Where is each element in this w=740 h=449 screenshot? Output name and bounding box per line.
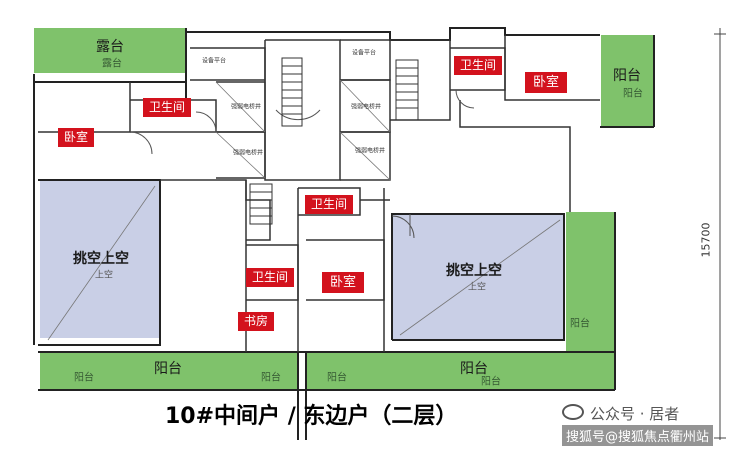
- bottom-balcony-right-label: 阳台: [460, 361, 488, 377]
- shaft-label-2: 强弱电桥井: [232, 149, 264, 157]
- top-terrace-label: 露台: [96, 39, 124, 55]
- right-balcony-small-label: 阳台: [623, 88, 643, 100]
- bottom-balcony-left-label: 阳台: [154, 361, 182, 377]
- bottom-balcony-left-area: [40, 352, 298, 390]
- left-bath-tag: 卫生间: [143, 98, 192, 117]
- right-bath-tag: 卫生间: [454, 56, 503, 75]
- plan-caption: 10#中间户 / 东边户（二层）: [165, 404, 458, 429]
- left-void-label: 挑空上空: [73, 251, 129, 267]
- shaft-label-4: 强弱电桥井: [354, 147, 386, 155]
- left-bedroom-tag: 卧室: [58, 128, 95, 147]
- right-balcony-area: [601, 35, 654, 127]
- balcony-small-label-2: 阳台: [261, 372, 281, 384]
- bottom-balcony-right-area: [306, 352, 615, 390]
- right-void-area: [392, 214, 564, 340]
- center-bath-lower-tag: 卫生间: [246, 268, 295, 287]
- right-void-label: 挑空上空: [446, 263, 502, 279]
- left-void-area: [40, 180, 160, 338]
- right-bedroom-tag: 卧室: [525, 72, 568, 93]
- balcony-small-label-4: 阳台: [481, 376, 501, 388]
- center-bath-upper-tag: 卫生间: [305, 195, 354, 214]
- right-balcony-label: 阳台: [613, 68, 641, 84]
- right-void-small-label: 上空: [467, 282, 487, 293]
- top-terrace-area: [34, 28, 186, 73]
- wechat-icon: [562, 404, 584, 420]
- dimension-label: 15700: [699, 222, 713, 258]
- top-terrace-small-label: 露台: [102, 58, 122, 70]
- balcony-small-label-1: 阳台: [74, 372, 94, 384]
- center-bedroom-tag: 卧室: [322, 272, 365, 293]
- shaft-label-1: 强弱电桥井: [230, 103, 262, 111]
- balcony-small-label-3: 阳台: [327, 372, 347, 384]
- equip-platform-label-1: 设备平台: [201, 57, 227, 65]
- shaft-label-3: 强弱电桥井: [350, 103, 382, 111]
- balcony-small-label-5: 阳台: [570, 318, 590, 330]
- equip-platform-label-2: 设备平台: [351, 49, 377, 57]
- watermark-bottom: 搜狐号@搜狐焦点衢州站: [562, 425, 714, 446]
- study-tag: 书房: [238, 312, 275, 331]
- watermark-top: 公众号 · 居者: [590, 405, 680, 423]
- left-void-small-label: 上空: [94, 270, 114, 281]
